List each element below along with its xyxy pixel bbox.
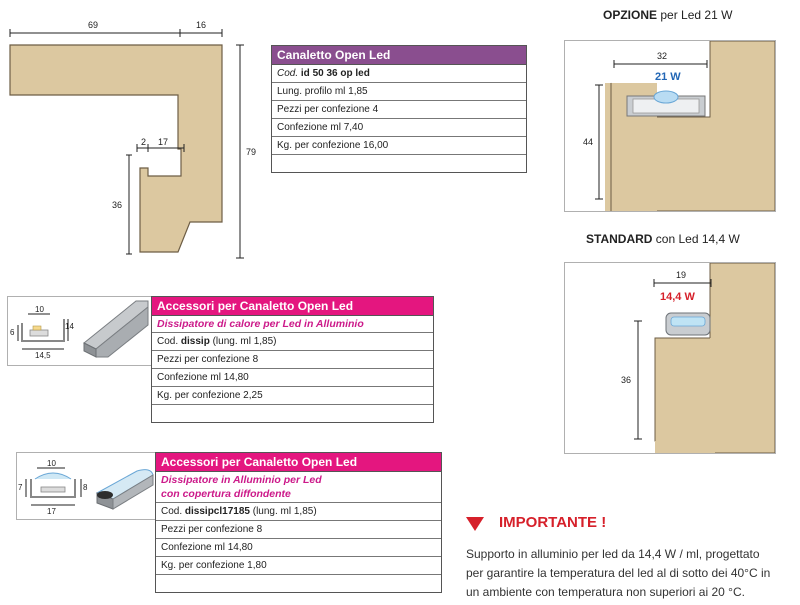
accessory2-code-row: Cod. dissipcl17185 (lung. ml 1,85) bbox=[156, 503, 441, 521]
acc2-dim-left: 7 bbox=[18, 483, 23, 492]
standard-caption: STANDARD con Led 14,4 W bbox=[586, 232, 740, 246]
acc2-dim-bottom: 17 bbox=[47, 507, 56, 516]
accessory2-row: Kg. per confezione 1,80 bbox=[156, 557, 441, 575]
option-led-label: 21 W bbox=[655, 71, 681, 83]
standard-label-rest: con Led 14,4 W bbox=[655, 232, 740, 246]
dim-notch-2: 2 bbox=[141, 137, 147, 147]
important-text-line: per garantire la temperatura del led al … bbox=[466, 566, 771, 580]
accessory2-subtitle: Dissipatore in Alluminio per Led con cop… bbox=[156, 472, 441, 503]
accessory1-row: Confezione ml 14,80 bbox=[152, 369, 433, 387]
accessory2-thumbnail: 10 7 8 17 bbox=[16, 452, 157, 520]
important-text: Supporto in alluminio per led da 14,4 W … bbox=[466, 545, 770, 602]
accessory1-table: Accessori per Canaletto Open Led Dissipa… bbox=[151, 296, 434, 423]
accessory1-title: Accessori per Canaletto Open Led bbox=[152, 297, 433, 316]
acc1-code-prefix: Cod. bbox=[157, 336, 179, 347]
acc2-code-value: dissipcl17185 bbox=[184, 506, 250, 517]
accessory2-title: Accessori per Canaletto Open Led bbox=[156, 453, 441, 472]
acc2-code-suffix: (lung. ml 1,85) bbox=[252, 506, 317, 517]
acc1-dim-right: 14 bbox=[65, 322, 74, 331]
main-table-row: Lung. profilo ml 1,85 bbox=[272, 83, 526, 101]
main-table-row: Confezione ml 7,40 bbox=[272, 119, 526, 137]
acc2-dim-top: 10 bbox=[47, 459, 56, 468]
accessory1-row: Kg. per confezione 2,25 bbox=[152, 387, 433, 405]
main-profile-drawing: 69 16 79 2 17 36 bbox=[0, 0, 260, 265]
dim-bottom-height: 36 bbox=[112, 200, 123, 210]
acc1-dim-left: 6 bbox=[10, 328, 15, 337]
main-profile-shape bbox=[9, 44, 223, 253]
code-prefix: Cod. bbox=[277, 68, 299, 79]
important-title: IMPORTANTE ! bbox=[499, 514, 607, 531]
acc2-code-prefix: Cod. bbox=[161, 506, 183, 517]
accessory1-row bbox=[152, 405, 433, 422]
accessory1-drawing bbox=[17, 300, 149, 358]
dim-height-total: 79 bbox=[246, 147, 257, 157]
accessory2-row: Confezione ml 14,80 bbox=[156, 539, 441, 557]
accessory1-thumbnail: 10 6 14 14,5 bbox=[7, 296, 153, 366]
acc1-code-suffix: (lung. ml 1,85) bbox=[212, 336, 277, 347]
option-label-bold: OPZIONE bbox=[603, 8, 658, 22]
warning-triangle-icon bbox=[466, 517, 484, 531]
acc2-subtitle-line2: con copertura diffondente bbox=[161, 488, 291, 500]
code-value: id 50 36 op led bbox=[300, 68, 370, 79]
acc1-dim-top: 10 bbox=[35, 305, 44, 314]
option-diagram-svg bbox=[595, 40, 776, 212]
acc1-dim-bottom: 14,5 bbox=[35, 351, 51, 360]
main-table-row bbox=[272, 155, 526, 172]
standard-diagram: 19 36 14,4 W bbox=[564, 262, 776, 454]
accessory2-row: Pezzi per confezione 8 bbox=[156, 521, 441, 539]
accessory1-row: Pezzi per confezione 8 bbox=[152, 351, 433, 369]
standard-dim-width: 19 bbox=[676, 270, 687, 280]
dim-width-right: 16 bbox=[196, 20, 207, 30]
standard-led-label: 14,4 W bbox=[660, 291, 695, 303]
accessory1-code-row: Cod. dissip (lung. ml 1,85) bbox=[152, 333, 433, 351]
option-dim-width: 32 bbox=[657, 51, 668, 61]
main-table-row: Kg. per confezione 16,00 bbox=[272, 137, 526, 155]
main-table-title: Canaletto Open Led bbox=[272, 46, 526, 65]
option-diagram: 32 44 21 W bbox=[564, 40, 776, 212]
standard-label-bold: STANDARD bbox=[586, 232, 653, 246]
acc2-subtitle-line1: Dissipatore in Alluminio per Led bbox=[161, 474, 322, 486]
main-profile-svg bbox=[9, 29, 244, 259]
standard-dim-height: 36 bbox=[621, 375, 632, 385]
standard-diagram-svg bbox=[634, 262, 776, 454]
important-text-line: un ambiente con temperatura non superior… bbox=[466, 585, 745, 599]
accessory2-table: Accessori per Canaletto Open Led Dissipa… bbox=[155, 452, 442, 593]
option-dim-height: 44 bbox=[583, 137, 594, 147]
acc1-code-value: dissip bbox=[180, 336, 210, 347]
acc2-dim-right: 8 bbox=[83, 483, 88, 492]
main-table-row: Pezzi per confezione 4 bbox=[272, 101, 526, 119]
accessory1-subtitle: Dissipatore di calore per Led in Allumin… bbox=[152, 316, 433, 333]
important-text-line: Supporto in alluminio per led da 14,4 W … bbox=[466, 547, 760, 561]
option-label-rest: per Led 21 W bbox=[660, 8, 733, 22]
dim-notch-17: 17 bbox=[158, 137, 169, 147]
accessory2-drawing bbox=[25, 467, 154, 510]
main-product-table: Canaletto Open Led Cod. id 50 36 op led … bbox=[271, 45, 527, 173]
main-table-code-row: Cod. id 50 36 op led bbox=[272, 65, 526, 83]
option-caption: OPZIONE per Led 21 W bbox=[603, 8, 732, 22]
accessory2-row bbox=[156, 575, 441, 592]
dim-width-top: 69 bbox=[88, 20, 99, 30]
